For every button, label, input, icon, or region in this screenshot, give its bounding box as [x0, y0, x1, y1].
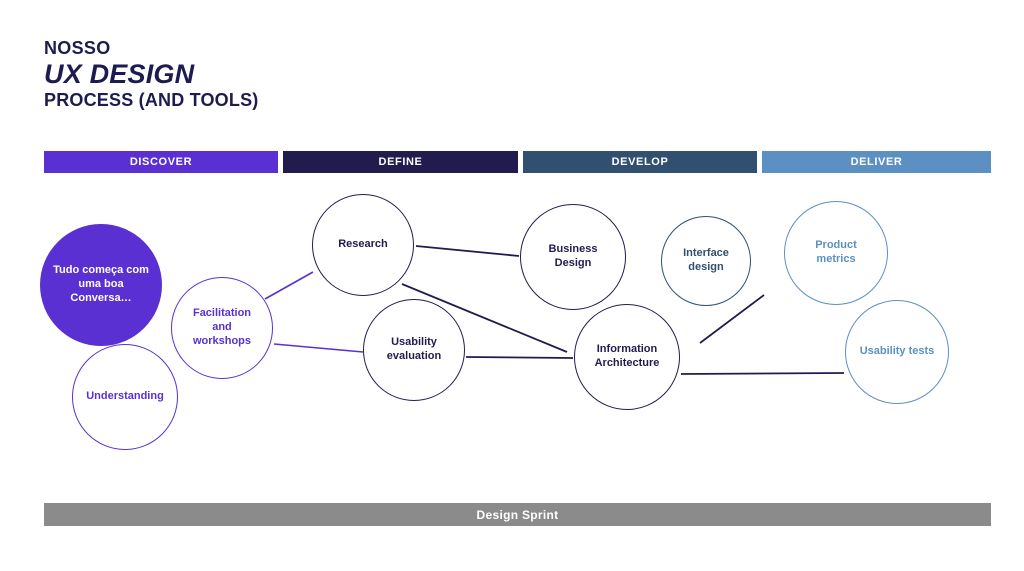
connector-facilitation-usability-evaluation: [273, 343, 364, 353]
phase-bar-discover: DISCOVER: [44, 151, 278, 173]
node-research: Research: [312, 194, 414, 296]
node-label: Tudo começa com uma boa Conversa…: [53, 264, 149, 304]
node-label: Product metrics: [815, 239, 857, 265]
phase-label-define: DEFINE: [378, 156, 423, 168]
node-label: Usability evaluation: [386, 336, 442, 362]
phase-bar-develop: DEVELOP: [523, 151, 757, 173]
node-business-design: Business Design: [520, 204, 626, 310]
node-label: Research: [338, 238, 388, 251]
node-label: Facilitation and workshops: [192, 307, 252, 347]
node-label: Business Design: [548, 243, 598, 269]
title-ux-design: UX DESIGN: [44, 58, 195, 89]
node-interface-design: Interface design: [661, 216, 751, 306]
connector-research-business-design: [415, 245, 520, 257]
node-usability-evaluation: Usability evaluation: [363, 299, 465, 401]
node-label: Information Architecture: [594, 343, 660, 369]
design-sprint-bar: Design Sprint: [44, 503, 991, 526]
node-information-architecture: Information Architecture: [574, 304, 680, 410]
phase-bar-deliver: DELIVER: [762, 151, 991, 173]
design-sprint-label: Design Sprint: [476, 507, 559, 522]
phase-label-discover: DISCOVER: [129, 156, 193, 168]
node-usability-tests: Usability tests: [845, 300, 949, 404]
connector-facilitation-research: [264, 271, 314, 300]
connector-information-architecture-usability-tests: [680, 372, 845, 375]
node-understanding: Understanding: [72, 344, 178, 450]
connector-usability-evaluation-information-architecture: [465, 356, 574, 359]
node-label: Understanding: [86, 390, 164, 403]
page-title: NOSSO UX DESIGN PROCESS (AND TOOLS): [44, 38, 258, 110]
node-label: Usability tests: [859, 345, 935, 358]
phase-bar-define: DEFINE: [283, 151, 518, 173]
title-process-tools: PROCESS (AND TOOLS): [44, 89, 259, 110]
node-facilitation-workshops: Facilitation and workshops: [171, 277, 273, 379]
node-label: Interface design: [683, 247, 729, 273]
phase-label-deliver: DELIVER: [850, 156, 903, 168]
node-tudo-comeca: Tudo começa com uma boa Conversa…: [40, 224, 162, 346]
phase-label-develop: DEVELOP: [611, 156, 669, 168]
node-product-metrics: Product metrics: [784, 201, 888, 305]
title-nosso: NOSSO: [44, 38, 111, 58]
